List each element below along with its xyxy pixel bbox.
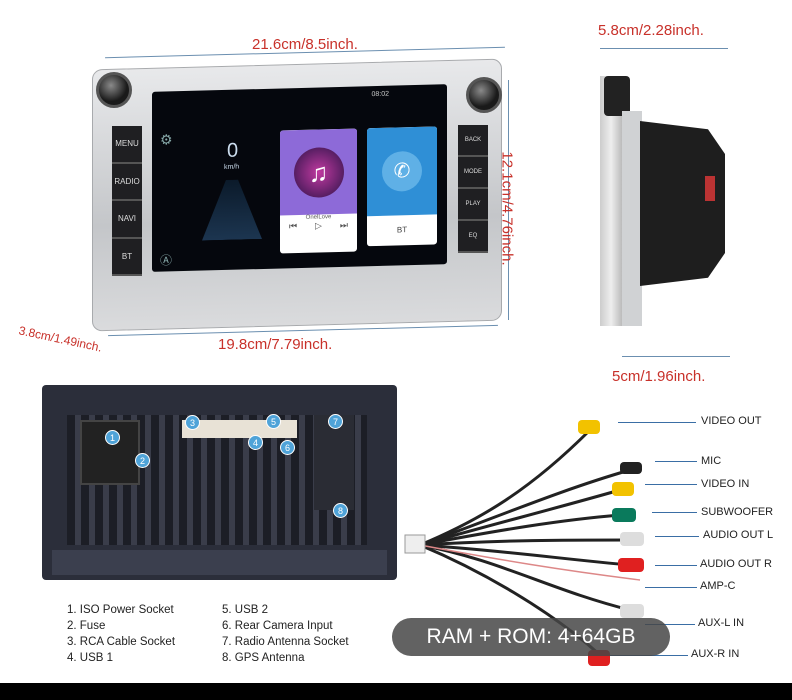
front-width-label: 21.6cm/8.5inch. (252, 36, 358, 53)
legend-item: 3. RCA Cable Socket (67, 636, 176, 648)
spec-overlay: RAM + ROM: 4+64GB (392, 618, 670, 656)
cable-label-mic: MIC (701, 455, 722, 467)
screen-width-label: 19.8cm/7.79inch. (218, 336, 333, 353)
legend-item: 5. USB 2 (222, 604, 269, 616)
right-button-column: BACK MODE PLAY EQ (458, 125, 488, 253)
bt-label: BT (396, 225, 408, 235)
marker-3: 3 (185, 415, 200, 430)
marker-8: 8 (333, 503, 348, 518)
video-out-plug (578, 420, 600, 434)
cable-label-subwoofer: SUBWOOFER (701, 506, 774, 518)
side-view (600, 66, 730, 341)
play-icon[interactable]: ▷ (315, 220, 322, 231)
arrow (655, 536, 699, 537)
marker-4: 4 (248, 435, 263, 450)
next-icon[interactable]: ⏭ (339, 219, 349, 230)
road-graphic (202, 179, 262, 241)
legend-column-2: 5. USB 2 6. Rear Camera Input 7. Radio A… (222, 602, 349, 666)
phone-icon: ✆ (382, 150, 422, 192)
radio-button[interactable]: RADIO (112, 164, 142, 201)
eq-button[interactable]: EQ (458, 221, 488, 253)
legend-item: 2. Fuse (67, 620, 106, 632)
speed-unit: km/h (224, 163, 240, 171)
cable-label-aux-r-in: AUX-R IN (691, 648, 740, 660)
legend-item: 4. USB 1 (67, 652, 114, 664)
legend-item: 8. GPS Antenna (222, 652, 305, 664)
marker-1: 1 (105, 430, 120, 445)
cable-label-aux-l-in: AUX-L IN (698, 617, 745, 629)
side-bottom-label: 5cm/1.96inch. (612, 368, 706, 385)
legend-column-1: 1. ISO Power Socket 2. Fuse 3. RCA Cable… (67, 602, 175, 666)
arrow (618, 422, 696, 423)
navigation-icon[interactable]: Ⓐ (160, 253, 173, 268)
arrow (655, 461, 697, 462)
side-top-label: 5.8cm/2.28inch. (598, 22, 704, 39)
settings-icon[interactable]: ⚙ (160, 131, 173, 148)
play-button[interactable]: PLAY (458, 189, 488, 221)
arrow (655, 565, 697, 566)
bt-card[interactable]: ✆ BT (367, 126, 437, 247)
cable-label-video-out: VIDEO OUT (701, 415, 762, 427)
previous-icon[interactable]: ⏮ (288, 221, 298, 232)
dimension-line (600, 48, 728, 49)
marker-6: 6 (280, 440, 295, 455)
dimension-line (508, 80, 509, 320)
legend-item: 1. ISO Power Socket (67, 604, 174, 616)
arrow (645, 484, 697, 485)
tune-knob[interactable] (466, 77, 502, 113)
cable-label-audio-out-r: AUDIO OUT R (700, 558, 772, 570)
speed-value: 0 (227, 139, 239, 162)
navi-button[interactable]: NAVI (112, 201, 142, 239)
left-button-column: MENU RADIO NAVI BT (112, 126, 142, 276)
music-card[interactable]: ♫ OnelLove ⏮▷⏭ (280, 128, 357, 254)
arrow (645, 587, 697, 588)
cable-label-amp-c: AMP-C (700, 580, 736, 592)
back-panel: 1 2 3 4 5 6 7 8 (42, 385, 397, 580)
cable-label-video-in: VIDEO IN (701, 478, 750, 490)
marker-7: 7 (328, 414, 343, 429)
marker-5: 5 (266, 414, 281, 429)
menu-button[interactable]: MENU (112, 126, 142, 164)
mode-button[interactable]: MODE (458, 157, 488, 189)
bottom-bar (0, 683, 792, 700)
back-button[interactable]: BACK (458, 125, 488, 157)
arrow (652, 512, 697, 513)
arrow (645, 624, 695, 625)
legend-item: 6. Rear Camera Input (222, 620, 333, 632)
bt-button[interactable]: BT (112, 239, 142, 276)
dimension-line (622, 356, 730, 357)
front-depth-label: 3.8cm/1.49inch. (17, 323, 104, 355)
marker-2: 2 (135, 453, 150, 468)
music-note-icon: ♫ (293, 146, 344, 198)
cable-label-audio-out-l: AUDIO OUT L (703, 529, 774, 541)
legend-item: 7. Radio Antenna Socket (222, 636, 349, 648)
volume-knob[interactable] (96, 72, 132, 108)
clock: 08:02 (371, 90, 389, 99)
touch-screen[interactable]: 08:02 ⚙ Ⓐ 0 km/h ♫ OnelLove ⏮▷⏭ ✆ BT (152, 84, 447, 272)
